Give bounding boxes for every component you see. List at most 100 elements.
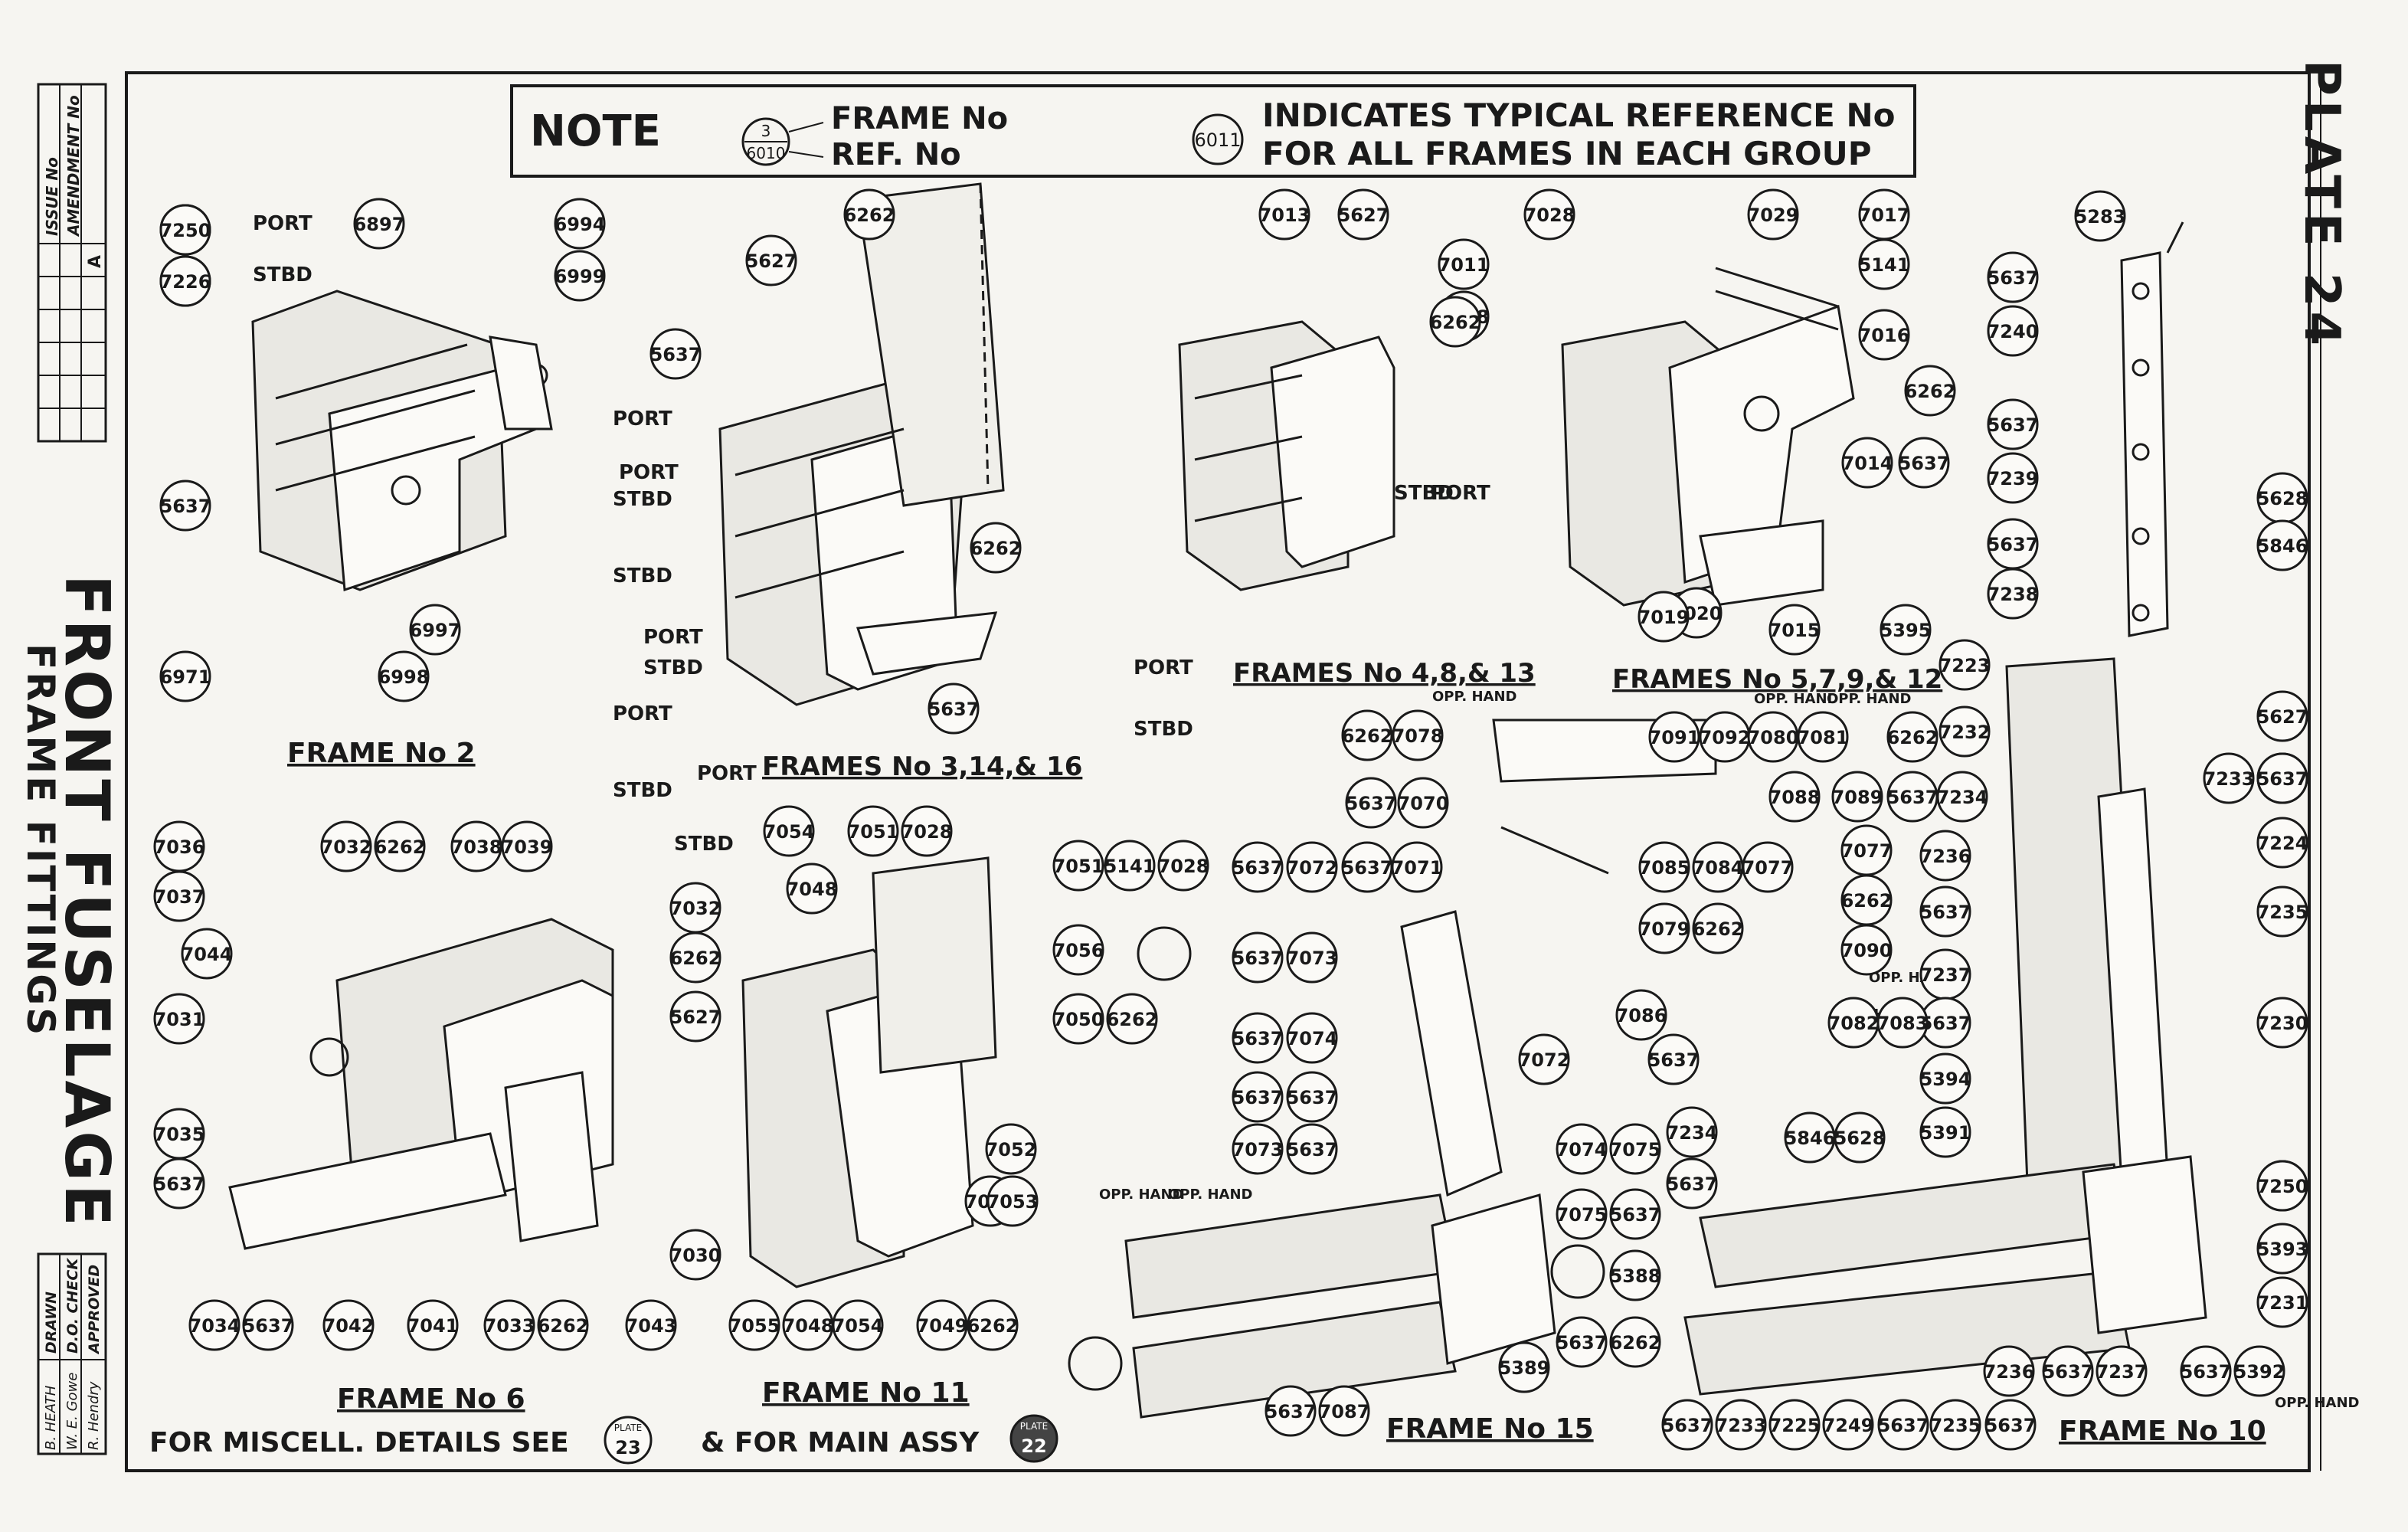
ref-balloon-number: 7233 <box>1716 1415 1767 1436</box>
ref-balloon-circle <box>970 522 1022 574</box>
ref-balloon-number: 7031 <box>154 1009 205 1030</box>
ref-balloon: 7234 <box>1666 1106 1718 1158</box>
ref-balloon: 6997 <box>409 604 461 656</box>
ref-balloon-number: 7238 <box>1988 584 2039 605</box>
ref-balloon: 7230 <box>2256 997 2308 1049</box>
ref-balloon: 7077 <box>1742 841 1794 893</box>
ref-balloon-circle <box>1523 188 1575 241</box>
ref-balloon: 7085 <box>1638 841 1690 893</box>
ref-balloon: 5627 <box>745 234 797 286</box>
ref-balloon-circle <box>1647 1033 1700 1085</box>
ref-balloon-number: 5394 <box>1920 1069 1971 1090</box>
ref-balloon: 6262 <box>374 820 426 872</box>
ref-balloon: 7042 <box>322 1299 375 1351</box>
ref-balloon-circle <box>153 870 205 922</box>
ref-balloon: 7074 <box>1286 1012 1338 1064</box>
checked-by: W. E. Gowe <box>64 1372 80 1450</box>
ref-balloon: 7234 <box>1936 771 1988 823</box>
ref-balloon-number: 6999 <box>555 266 606 287</box>
ref-balloon-number: 6997 <box>410 620 461 641</box>
ref-balloon-circle <box>1318 1385 1370 1437</box>
ref-balloon-circle <box>1609 1316 1661 1368</box>
ref-balloon: 7089 <box>1831 771 1883 823</box>
frame-6-drawing <box>228 918 614 1250</box>
ref-balloon-number: 7044 <box>182 944 233 965</box>
ref-balloon-number: 5637 <box>1988 534 2039 555</box>
ref-balloon-number: 5846 <box>2257 535 2308 557</box>
ref-balloon: 5637 <box>1232 931 1284 984</box>
ref-balloon: 5392 <box>2233 1345 2285 1397</box>
ref-balloon-circle <box>2256 885 2308 938</box>
ref-balloon-circle <box>1286 931 1338 984</box>
ref-balloon-number: 6262 <box>1107 1009 1158 1030</box>
ref-balloon-circle <box>928 683 980 735</box>
ref-balloon: 5637 <box>1265 1385 1317 1437</box>
ref-balloon: 7031 <box>153 993 205 1045</box>
ref-balloon: 7081 <box>1797 711 1849 763</box>
side-label: STBD <box>643 656 703 679</box>
ref-balloon-number: 7028 <box>901 821 953 843</box>
ref-balloon: 7028 <box>1157 840 1209 892</box>
frames-5-7-9-12-drawing <box>1561 267 1855 607</box>
ref-balloon-number: 7074 <box>1287 1028 1338 1049</box>
ref-balloon-circle <box>1429 296 1481 348</box>
ref-balloon: 7017 <box>1858 188 1910 241</box>
ref-balloon: 6897 <box>353 198 405 250</box>
ref-balloon: 7074 <box>1556 1123 1608 1175</box>
ref-balloon-circle <box>1831 771 1883 823</box>
ref-balloon: 5283 <box>2074 190 2126 242</box>
ref-balloon: 7075 <box>1556 1188 1608 1240</box>
frame-title: FRAME No 10 <box>2059 1416 2266 1447</box>
note-box: NOTE 3 6010 FRAME No REF. No 6011 INDICA… <box>510 84 1916 178</box>
ref-balloon: 7231 <box>2256 1276 2308 1328</box>
ref-balloon-number: 7090 <box>1841 940 1893 961</box>
ref-balloon-number: 6262 <box>1887 727 1939 748</box>
ref-balloon: 7075 <box>1609 1123 1661 1175</box>
ref-balloon-circle <box>1936 771 1988 823</box>
frame-11-drawing <box>741 856 1192 1288</box>
ref-balloon-number: 7053 <box>987 1191 1039 1213</box>
ref-balloon-circle <box>986 1175 1039 1227</box>
ref-balloon-number: 5637 <box>1232 1087 1284 1108</box>
ref-balloon: 7029 <box>1747 188 1799 241</box>
ref-balloon-circle <box>901 805 953 857</box>
ref-balloon-number: 5637 <box>1662 1415 1713 1436</box>
ref-balloon-circle <box>242 1299 294 1351</box>
ref-balloon-number: 7075 <box>1556 1204 1608 1226</box>
ref-balloon: 7236 <box>1919 830 1971 882</box>
ref-balloon: 7091 <box>1648 711 1700 763</box>
drawing-subtitle: FRAME FITTINGS <box>18 643 63 1038</box>
ref-balloon-number: 6262 <box>1905 381 1956 402</box>
side-label: STBD <box>613 488 672 511</box>
ref-balloon-circle <box>1638 591 1690 643</box>
ref-balloon-number: 6262 <box>970 538 1022 559</box>
ref-balloon: 7054 <box>832 1299 884 1351</box>
frame-2-drawing <box>251 290 553 592</box>
ref-balloon-number: 7014 <box>1842 453 1893 474</box>
ref-balloon: 7016 <box>1858 309 1910 361</box>
ref-balloon-number: 7037 <box>154 886 205 908</box>
side-label: STBD <box>1394 482 1454 505</box>
ref-balloon: 7240 <box>1987 305 2039 357</box>
ref-balloon-number: 7032 <box>321 836 372 858</box>
ref-balloon: 7033 <box>483 1299 535 1351</box>
ref-balloon: 7049 <box>916 1299 968 1351</box>
ref-balloon-circle <box>1286 1123 1338 1175</box>
ref-balloon-number: 5637 <box>2257 768 2308 790</box>
ref-balloon: 5637 <box>1609 1188 1661 1240</box>
ref-balloon-number: 7080 <box>1748 727 1799 748</box>
ref-balloon: 5637 <box>1987 251 2039 303</box>
ref-balloon: 7056 <box>1052 924 1104 976</box>
ref-balloon-number: 5637 <box>1287 1087 1338 1108</box>
ref-balloon: 5627 <box>1337 188 1389 241</box>
ref-balloon-circle <box>2256 519 2308 571</box>
reference-balloons: 6999699668976994699956376971699769985627… <box>153 188 2308 1451</box>
ref-balloon-circle <box>1337 188 1389 241</box>
note-ref-label: REF. No <box>831 137 961 172</box>
ref-balloon-circle <box>2256 1223 2308 1275</box>
ref-balloon-number: 7073 <box>1232 1139 1284 1160</box>
side-label: PORT <box>613 408 672 430</box>
ref-balloon-number: 6262 <box>375 836 426 858</box>
ref-balloon-number: 5637 <box>1610 1204 1661 1226</box>
side-label: STBD <box>613 779 672 802</box>
